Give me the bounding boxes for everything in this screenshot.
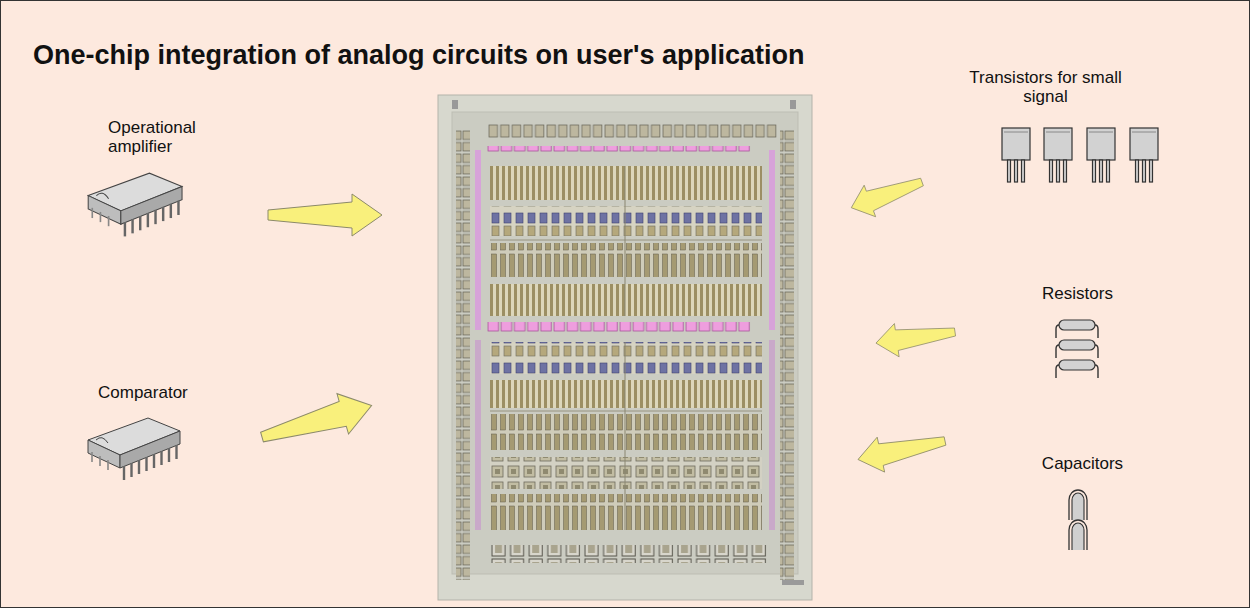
component-label: Comparator: [98, 383, 228, 402]
comparator-icon: [88, 418, 180, 480]
component-label: Resistors: [1020, 284, 1135, 303]
chip-photo: [438, 95, 812, 600]
diagram-title: One-chip integration of analog circuits …: [33, 40, 805, 71]
capacitor-icons: [1069, 490, 1087, 550]
resistor-icons: [1056, 320, 1098, 378]
yellow-arrows: [256, 166, 957, 477]
transistor-icons: [1002, 128, 1158, 182]
opamp-icon: [88, 173, 182, 236]
component-label: Capacitors: [1025, 454, 1140, 473]
component-label: Operational amplifier: [108, 118, 218, 156]
component-label: Transistors for small signal: [968, 68, 1123, 106]
